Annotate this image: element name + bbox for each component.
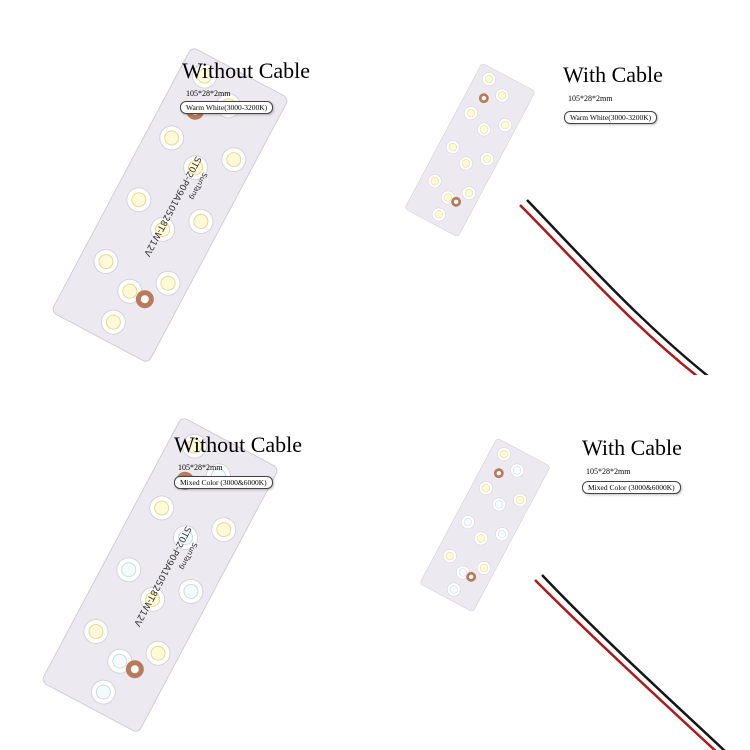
- led-emitter: [178, 530, 194, 546]
- color-temp-badge: Mixed Color (3000&6000K): [174, 476, 273, 489]
- led-emitter: [476, 534, 486, 543]
- led-emitter: [463, 517, 472, 527]
- led-emitter: [466, 108, 476, 118]
- led-emitter: [183, 583, 199, 599]
- led-emitter: [482, 154, 492, 164]
- led-emitter: [216, 522, 232, 538]
- panel-title: With Cable: [563, 62, 663, 87]
- size-label: 105*28*2mm: [178, 463, 223, 472]
- led-emitter: [449, 585, 458, 594]
- led-emitter: [121, 562, 137, 578]
- led-emitter: [105, 314, 121, 330]
- color-temp-badge: Mixed Color (3000&6000K): [582, 481, 681, 494]
- led-emitter: [154, 500, 170, 516]
- led-board-with-cable-image: [420, 438, 726, 750]
- led-board-with-cable-image: [405, 63, 709, 375]
- led-board-image: ST02-P09A10528T-W12V SunTang: [52, 48, 288, 362]
- led-emitter: [226, 152, 242, 168]
- led-emitter: [515, 495, 525, 505]
- led-emitter: [497, 529, 507, 539]
- panel-with-cable-warm: With Cable 105*28*2mm Warm White(3000-32…: [375, 0, 750, 375]
- led-emitter: [512, 466, 522, 475]
- led-emitter: [88, 624, 104, 640]
- led-emitter: [448, 142, 457, 152]
- led-emitter: [131, 192, 147, 208]
- size-label: 105*28*2mm: [568, 94, 613, 103]
- panel-without-cable-warm: ST02-P09A10528T-W12V SunTang Without Cab…: [0, 0, 375, 375]
- led-emitter: [193, 213, 209, 229]
- led-emitter: [112, 653, 128, 669]
- led-emitter: [122, 283, 138, 299]
- led-emitter: [434, 210, 443, 219]
- size-label: 105*28*2mm: [186, 89, 231, 98]
- color-temp-badge: Warm White(3000-3200K): [180, 101, 274, 114]
- panel-title: With Cable: [582, 435, 682, 460]
- led-emitter: [160, 275, 176, 291]
- panel-with-cable-mixed: With Cable 105*28*2mm Mixed Color (3000&…: [375, 375, 750, 750]
- led-emitter: [445, 551, 454, 561]
- led-emitter: [464, 188, 474, 198]
- led-emitter: [164, 130, 180, 146]
- led-emitter: [443, 193, 453, 202]
- led-emitter: [187, 438, 203, 454]
- panel-without-cable-mixed: ST02-P09A10528T-W12V SunTang Without Cab…: [0, 375, 375, 750]
- panel-title: Without Cable: [182, 58, 311, 83]
- led-emitter: [499, 449, 509, 459]
- panel-title: Without Cable: [174, 432, 303, 457]
- led-emitter: [494, 500, 504, 509]
- size-label: 105*28*2mm: [586, 467, 631, 476]
- led-emitter: [197, 68, 213, 84]
- color-temp-badge: Warm White(3000-3200K): [564, 111, 658, 124]
- led-emitter: [458, 568, 468, 577]
- led-emitter: [430, 176, 439, 186]
- led-emitter: [145, 591, 161, 607]
- led-emitter: [155, 221, 171, 237]
- led-emitter: [484, 74, 494, 84]
- led-emitter: [479, 125, 489, 134]
- led-emitter: [150, 645, 166, 661]
- led-emitter: [481, 483, 491, 493]
- led-emitter: [479, 563, 489, 573]
- led-emitter: [500, 120, 510, 130]
- led-emitter: [461, 159, 471, 168]
- led-emitter: [95, 684, 111, 700]
- led-emitter: [188, 160, 204, 176]
- led-emitter: [98, 254, 114, 270]
- led-emitter: [497, 91, 507, 100]
